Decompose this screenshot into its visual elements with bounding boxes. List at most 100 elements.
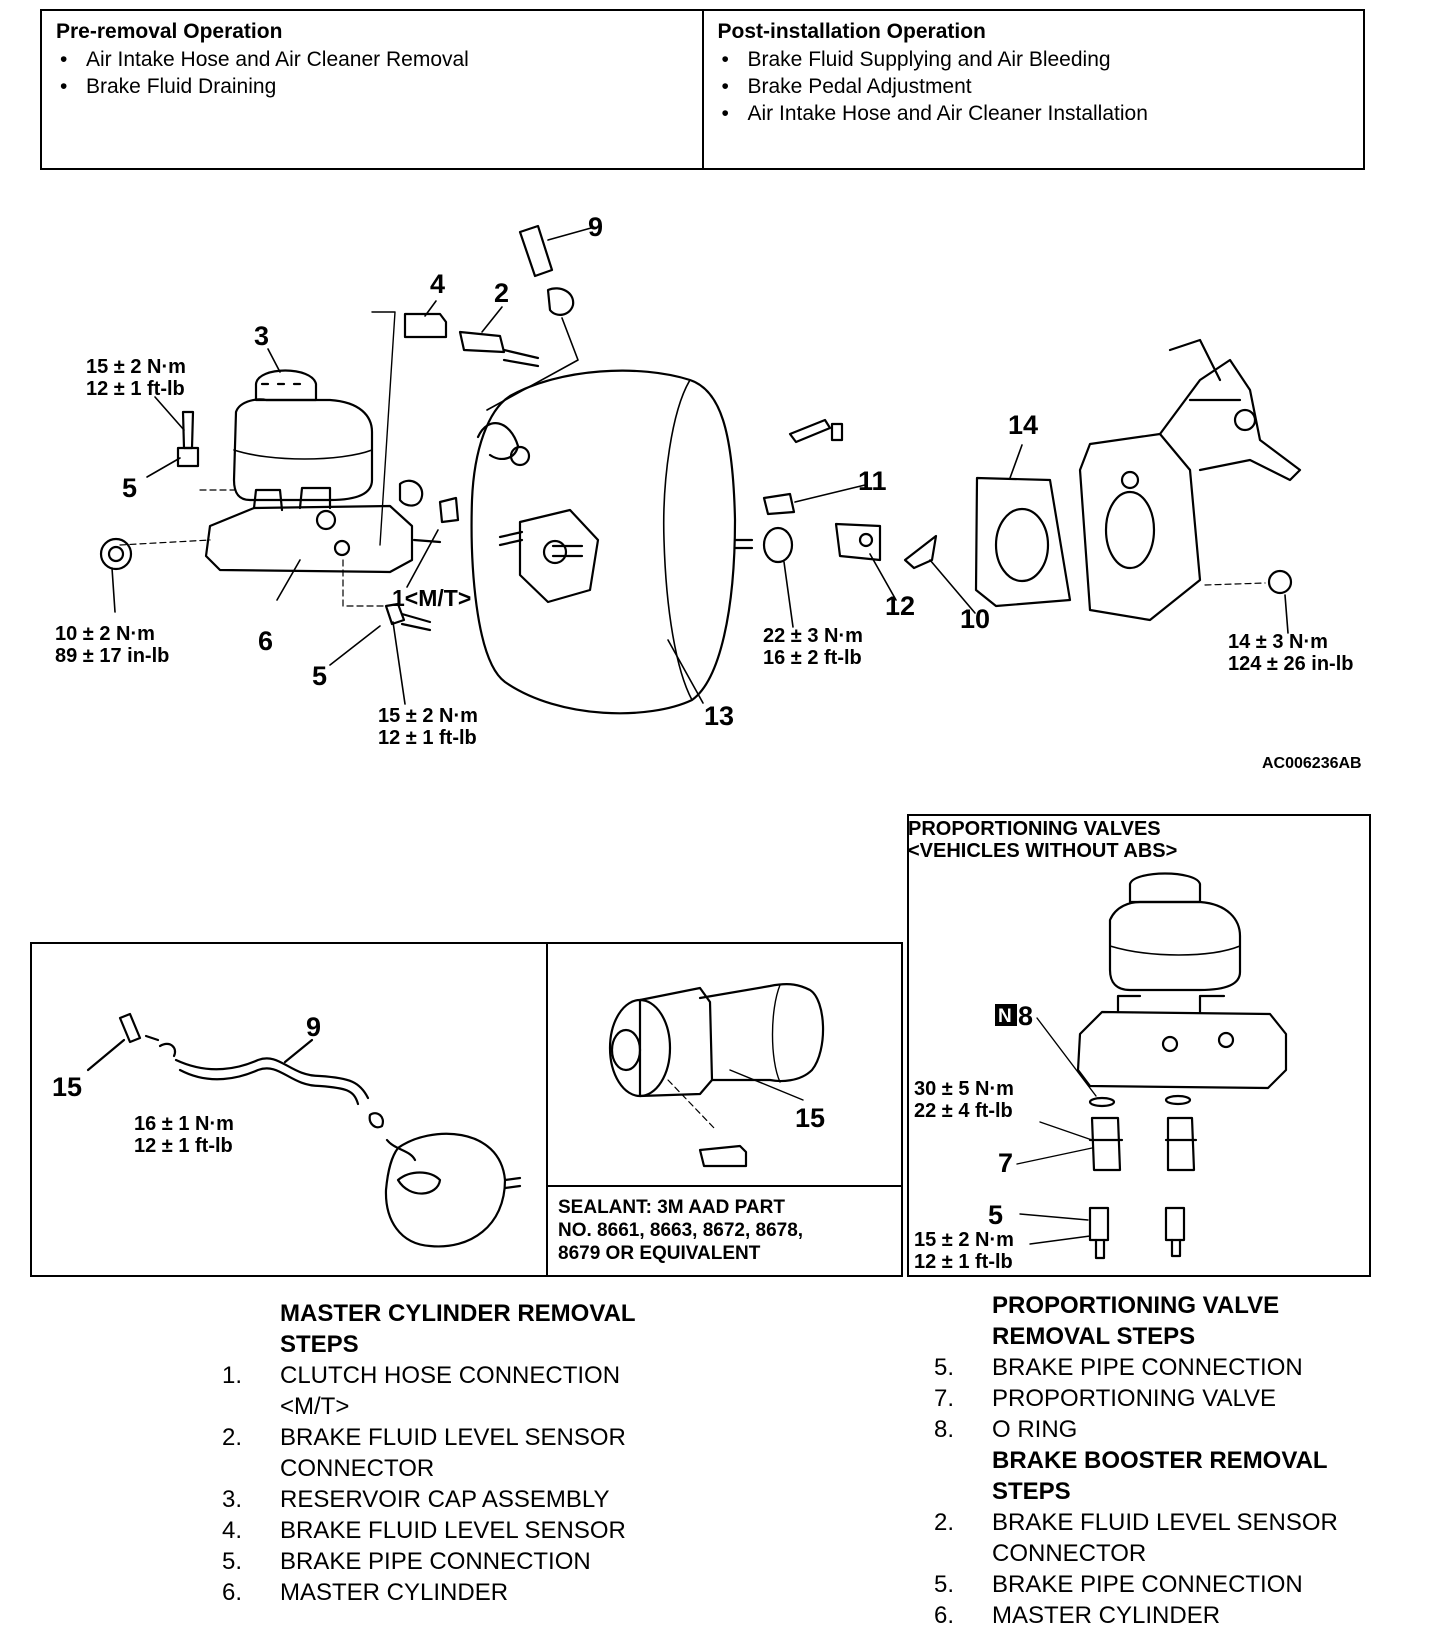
n-badge: N xyxy=(998,1006,1012,1027)
list-item: 2. BRAKE FLUID LEVEL SENSOR CONNECTOR xyxy=(222,1422,742,1484)
step-text: PROPORTIONING VALVE xyxy=(992,1385,1277,1412)
master-cylinder-drawing xyxy=(204,369,442,574)
step-line: BRAKE FLUID LEVEL SENSOR xyxy=(280,1424,626,1451)
torque-5-lower-ft: 12 ± 1 ft-lb xyxy=(378,727,477,749)
vacuum-hose-drawing xyxy=(486,224,579,411)
callout-12: 12 xyxy=(885,591,915,621)
step-text: MASTER CYLINDER xyxy=(280,1579,509,1606)
torque-11-nm: 22 ± 3 N·m xyxy=(763,625,863,647)
list-item: Brake Fluid Supplying and Air Bleeding xyxy=(718,46,1350,73)
post-installation-title: Post-installation Operation xyxy=(717,20,986,43)
vacuum-hose-panel-drawing xyxy=(86,1012,522,1248)
sealant-line: NO. 8661, 8663, 8672, 8678, xyxy=(558,1220,804,1241)
pv-torque-7-ft: 22 ± 4 ft-lb xyxy=(914,1100,1013,1122)
list-item: 6. MASTER CYLINDER xyxy=(222,1577,742,1608)
step-number: 2. xyxy=(222,1424,243,1451)
clevis-parts-drawing xyxy=(762,418,938,570)
step-line: CONNECTOR xyxy=(992,1540,1147,1567)
master-cylinder-steps: MASTER CYLINDER REMOVAL STEPS 1. CLUTCH … xyxy=(222,1298,742,1608)
leader-lines xyxy=(111,227,1289,705)
torque-5-lower-nm: 15 ± 2 N·m xyxy=(378,705,478,727)
figure-code: AC006236AB xyxy=(1262,755,1362,772)
pv-callout-8: 8 xyxy=(1018,1001,1033,1031)
heading-line: STEPS xyxy=(992,1478,1071,1505)
callout-13: 13 xyxy=(704,701,734,731)
list-item: 3. RESERVOIR CAP ASSEMBLY xyxy=(222,1484,742,1515)
step-number: 5. xyxy=(934,1354,955,1381)
n-badge-box xyxy=(995,1004,1017,1026)
step-text: BRAKE PIPE CONNECTION xyxy=(280,1548,591,1575)
sealant-note: SEALANT: 3M AAD PART NO. 8661, 8663, 867… xyxy=(558,1196,803,1265)
step-number: 7. xyxy=(934,1385,955,1412)
post-installation-list: Brake Fluid Supplying and Air Bleeding B… xyxy=(718,46,1350,127)
list-item: 2. BRAKE FLUID LEVEL SENSOR CONNECTOR xyxy=(934,1507,1434,1569)
torque-10-nm: 10 ± 2 N·m xyxy=(55,623,155,645)
heading-line: REMOVAL STEPS xyxy=(992,1323,1196,1350)
exploded-diagram: 9 4 2 3 5 6 5 13 11 12 10 14 1<M/T> 15 ±… xyxy=(52,212,1362,1273)
callout-6: 6 xyxy=(258,626,273,656)
list-item: 8. O RING xyxy=(934,1414,1434,1445)
callout-5-lower: 5 xyxy=(312,661,327,691)
pv-torque-5-ft: 12 ± 1 ft-lb xyxy=(914,1251,1013,1273)
callout-4: 4 xyxy=(430,269,445,299)
title-line: <VEHICLES WITHOUT ABS> xyxy=(908,840,1178,862)
list-item: 7. PROPORTIONING VALVE xyxy=(934,1383,1434,1414)
post-installation-column: Post-installation Operation Brake Fluid … xyxy=(701,11,1364,168)
step-number: 3. xyxy=(222,1486,243,1513)
hose-torque-ft: 12 ± 1 ft-lb xyxy=(134,1135,233,1157)
proportioning-panel-title: PROPORTIONING VALVES <VEHICLES WITHOUT A… xyxy=(908,818,1177,862)
pre-removal-title: Pre-removal Operation xyxy=(56,20,283,43)
sensor-callout-15: 15 xyxy=(795,1103,825,1133)
heading-line: STEPS xyxy=(280,1331,359,1358)
torque-11-ft: 16 ± 2 ft-lb xyxy=(763,647,862,669)
steps-heading: MASTER CYLINDER REMOVAL STEPS xyxy=(222,1298,742,1360)
step-number: 6. xyxy=(934,1602,955,1629)
torque-5-upper-nm: 15 ± 2 N·m xyxy=(86,356,186,378)
callout-11: 11 xyxy=(858,466,887,496)
list-item: 1. CLUTCH HOSE CONNECTION <M/T> xyxy=(222,1360,742,1422)
list-item: Brake Pedal Adjustment xyxy=(718,73,1350,100)
proportioning-valve-panel xyxy=(907,814,1371,1277)
pv-torque-5-nm: 15 ± 2 N·m xyxy=(914,1229,1014,1251)
steps-heading: PROPORTIONING VALVE REMOVAL STEPS xyxy=(934,1290,1434,1352)
step-line: CONNECTOR xyxy=(280,1455,435,1482)
step-number: 4. xyxy=(222,1517,243,1544)
pv-torque-7-nm: 30 ± 5 N·m xyxy=(914,1078,1014,1100)
gasket-drawing xyxy=(974,476,1072,608)
list-item: Air Intake Hose and Air Cleaner Installa… xyxy=(718,100,1350,127)
callout-14: 14 xyxy=(1008,410,1038,440)
step-text: RESERVOIR CAP ASSEMBLY xyxy=(280,1486,610,1513)
hose-callout-15: 15 xyxy=(52,1072,82,1102)
step-text: BRAKE FLUID LEVEL SENSOR CONNECTOR xyxy=(280,1422,742,1484)
step-text: CLUTCH HOSE CONNECTION <M/T> xyxy=(280,1360,742,1422)
list-item: 5. BRAKE PIPE CONNECTION xyxy=(222,1546,742,1577)
proportioning-and-booster-steps: PROPORTIONING VALVE REMOVAL STEPS 5. BRA… xyxy=(934,1290,1434,1631)
list-item: 6. MASTER CYLINDER xyxy=(934,1600,1434,1631)
heading-line: PROPORTIONING VALVE xyxy=(992,1292,1280,1319)
step-number: 5. xyxy=(934,1571,955,1598)
step-number: 2. xyxy=(934,1509,955,1536)
heading-line: MASTER CYLINDER REMOVAL xyxy=(280,1300,636,1327)
list-item: 5. BRAKE PIPE CONNECTION xyxy=(934,1352,1434,1383)
small-parts-drawing xyxy=(99,410,460,632)
hose-callout-9: 9 xyxy=(306,1012,321,1042)
torque-10-in: 89 ± 17 in-lb xyxy=(55,645,169,667)
step-text: O RING xyxy=(992,1416,1078,1443)
sealant-line: SEALANT: 3M AAD PART xyxy=(558,1197,785,1218)
list-item: Air Intake Hose and Air Cleaner Removal xyxy=(56,46,688,73)
connectors-drawing xyxy=(371,311,540,546)
callout-9: 9 xyxy=(588,212,603,242)
pv-callout-5: 5 xyxy=(988,1200,1003,1230)
heading-line: BRAKE BOOSTER REMOVAL xyxy=(992,1447,1328,1474)
step-text: BRAKE FLUID LEVEL SENSOR CONNECTOR xyxy=(992,1507,1434,1569)
list-item: Brake Fluid Draining xyxy=(56,73,688,100)
pre-removal-list: Air Intake Hose and Air Cleaner Removal … xyxy=(56,46,688,100)
sealant-line: 8679 OR EQUIVALENT xyxy=(558,1243,761,1264)
step-number: 5. xyxy=(222,1548,243,1575)
step-line: CLUTCH HOSE CONNECTION xyxy=(280,1362,621,1389)
hose-torque-nm: 16 ± 1 N·m xyxy=(134,1113,234,1135)
callout-1-mt: 1<M/T> xyxy=(392,585,471,611)
pv-callout-7: 7 xyxy=(998,1148,1013,1178)
torque-5-upper-ft: 12 ± 1 ft-lb xyxy=(86,378,185,400)
list-item: 4. BRAKE FLUID LEVEL SENSOR xyxy=(222,1515,742,1546)
